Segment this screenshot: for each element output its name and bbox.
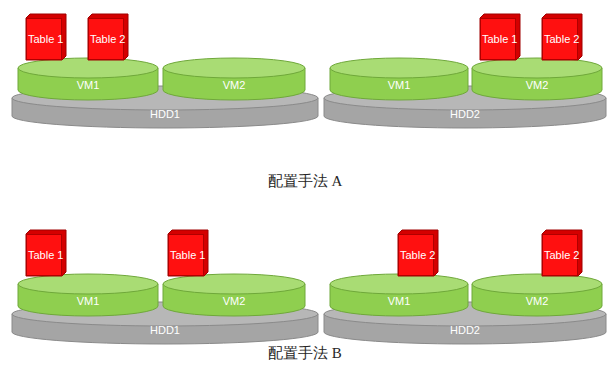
cube-back (26, 14, 66, 60)
cube-front (27, 235, 62, 276)
cube-back (26, 230, 66, 276)
cube-front (543, 19, 578, 60)
vm-disc: Table 1Table 2VM2 (472, 58, 602, 100)
table-name: Table 2 (88, 33, 124, 46)
hdd-name: HDD2 (324, 324, 606, 337)
figure-caption: 配置手法 A (268, 172, 343, 191)
table-cube: Table 1 (26, 14, 66, 60)
cube-back (542, 230, 582, 276)
table-name: Table 1 (480, 33, 516, 46)
table-cube: Table 2 (88, 14, 128, 60)
vm-disc: Table 1VM1 (18, 274, 158, 316)
vm-disc: Table 1Table 2VM1 (18, 58, 158, 100)
hdd-cylinder: Table 2VM1Table 2VM2HDD2 (324, 302, 606, 344)
vm-name: VM2 (472, 79, 602, 92)
table-cube: Table 1 (26, 230, 66, 276)
cube-front (399, 235, 434, 276)
vm-disc: Table 2VM1 (330, 274, 468, 316)
table-name: Table 2 (542, 33, 578, 46)
cylinder-top (472, 274, 602, 294)
vm-disc: VM1 (330, 58, 468, 100)
hdd-name: HDD1 (12, 108, 318, 121)
cylinder-top (330, 58, 468, 78)
table-cube: Table 1 (480, 14, 520, 60)
cube-back (168, 230, 208, 276)
cube-front (27, 19, 62, 60)
cylinder-top (18, 274, 158, 294)
table-name: Table 1 (168, 249, 204, 262)
table-name: Table 2 (398, 249, 434, 262)
vm-name: VM1 (18, 295, 158, 308)
vm-disc: VM2 (163, 58, 305, 100)
cube-front (481, 19, 516, 60)
hdd-cylinder: VM1Table 1Table 2VM2HDD2 (324, 86, 606, 128)
vm-name: VM2 (163, 79, 305, 92)
cube-back (88, 14, 128, 60)
hdd-cylinder: Table 1VM1Table 1VM2HDD1 (12, 302, 318, 344)
hdd-name: HDD2 (324, 108, 606, 121)
cube-back (542, 14, 582, 60)
vm-disc: Table 2VM2 (472, 274, 602, 316)
table-name: Table 1 (26, 249, 62, 262)
vm-name: VM2 (163, 295, 305, 308)
hdd-name: HDD1 (12, 324, 318, 337)
hdd-cylinder: Table 1Table 2VM1VM2HDD1 (12, 86, 318, 128)
cube-back (480, 14, 520, 60)
table-name: Table 2 (542, 249, 578, 262)
cube-front (169, 235, 204, 276)
vm-name: VM1 (18, 79, 158, 92)
vm-name: VM1 (330, 295, 468, 308)
vm-disc: Table 1VM2 (163, 274, 305, 316)
cube-back (398, 230, 438, 276)
cube-front (89, 19, 124, 60)
vm-name: VM1 (330, 79, 468, 92)
cylinder-top (472, 58, 602, 78)
table-cube: Table 1 (168, 230, 208, 276)
cylinder-top (163, 58, 305, 78)
cube-front (543, 235, 578, 276)
cylinder-top (163, 274, 305, 294)
cylinder-top (18, 58, 158, 78)
vm-name: VM2 (472, 295, 602, 308)
table-cube: Table 2 (542, 230, 582, 276)
table-cube: Table 2 (542, 14, 582, 60)
table-cube: Table 2 (398, 230, 438, 276)
figure-caption: 配置手法 B (268, 344, 342, 363)
table-name: Table 1 (26, 33, 62, 46)
cylinder-top (330, 274, 468, 294)
